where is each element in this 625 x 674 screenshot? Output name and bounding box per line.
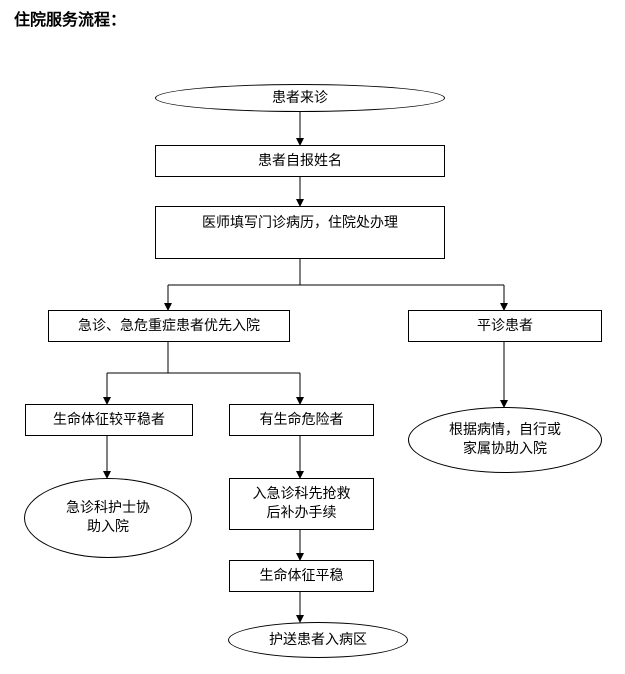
node-self-or-family: 根据病情，自行或 家属协助入院 — [408, 407, 602, 473]
node-normal-patient: 平诊患者 — [408, 310, 602, 342]
node-label: 急诊科护士协 助入院 — [66, 500, 150, 535]
node-escort-ward: 护送患者入病区 — [228, 622, 408, 658]
node-label: 医师填写门诊病历，住院处办理 — [202, 215, 398, 231]
node-label: 入急诊科先抢救 后补办手续 — [252, 486, 351, 521]
node-nurse-assist: 急诊科护士协 助入院 — [24, 478, 192, 558]
node-vital-stable: 生命体征较平稳者 — [25, 404, 193, 436]
node-label: 急诊、急危重症患者优先入院 — [78, 317, 260, 334]
node-label: 生命体征较平稳者 — [53, 411, 165, 428]
node-label: 有生命危险者 — [259, 411, 344, 428]
node-life-danger: 有生命危险者 — [229, 404, 374, 436]
page-title: 住院服务流程： — [14, 10, 127, 29]
node-emergency-priority: 急诊、急危重症患者优先入院 — [48, 310, 290, 342]
node-rescue-first: 入急诊科先抢救 后补办手续 — [229, 478, 374, 530]
node-vital-stable-2: 生命体征平稳 — [229, 560, 374, 592]
node-label: 患者自报姓名 — [258, 152, 342, 169]
node-label: 患者来诊 — [272, 89, 328, 106]
node-label: 生命体征平稳 — [259, 567, 344, 584]
node-label: 根据病情，自行或 家属协助入院 — [449, 422, 561, 457]
node-doctor-fill-record: 医师填写门诊病历，住院处办理 — [155, 206, 445, 259]
node-label: 平诊患者 — [477, 317, 533, 334]
node-patient-arrival: 患者来诊 — [155, 84, 445, 112]
node-label: 护送患者入病区 — [269, 631, 367, 648]
node-self-report-name: 患者自报姓名 — [155, 145, 445, 177]
